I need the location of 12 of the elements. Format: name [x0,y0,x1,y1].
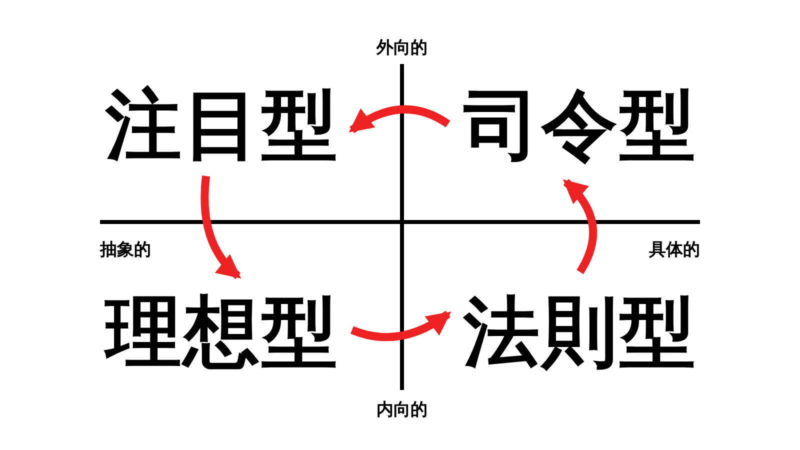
curved-arrow [200,176,241,279]
axis-label: 外向的 [376,37,428,59]
curved-arrow [350,310,452,342]
curved-arrow [348,106,450,134]
axis-label: 内向的 [376,399,428,421]
type-label: 司令型 [464,87,698,163]
axis-label: 具体的 [649,239,700,261]
type-label: 法則型 [464,294,698,370]
axis-label: 抽象的 [100,239,151,261]
curved-arrow [563,179,598,274]
type-label: 理想型 [106,294,340,370]
type-label: 注目型 [106,87,340,163]
